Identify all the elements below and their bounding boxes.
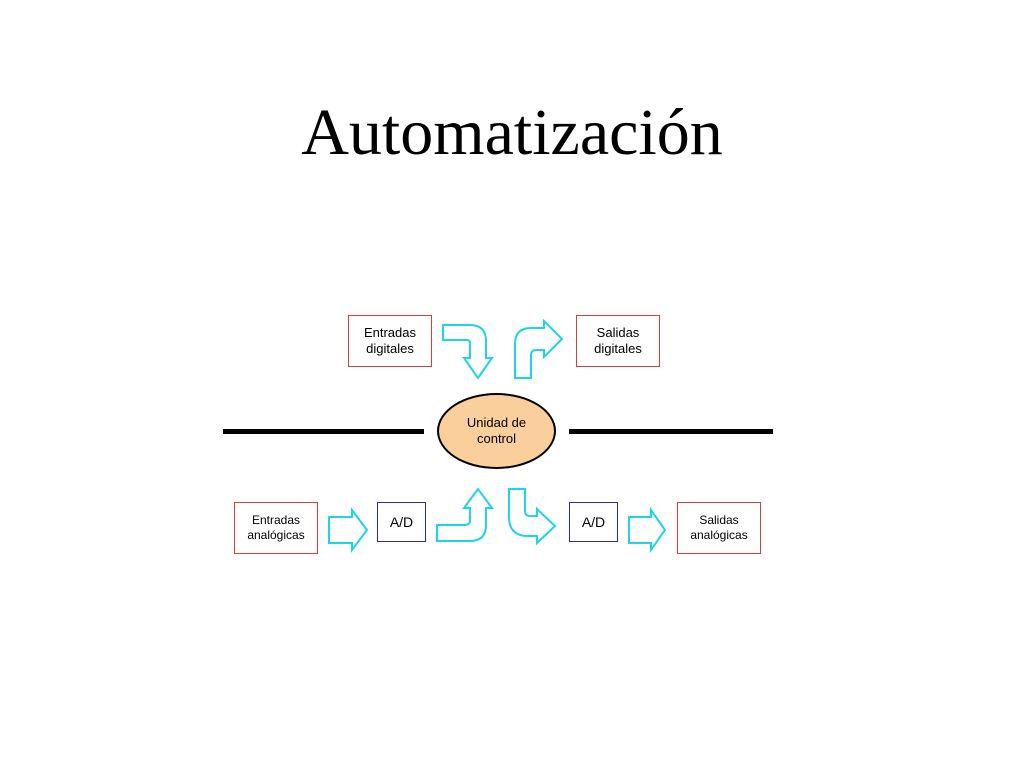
arrow-control-to-digital-outputs [514,318,564,379]
ad-converter-right-label: A/D [581,514,606,530]
arrow-ad-to-control [436,487,494,542]
digital-inputs-label: Entradas digitales [363,325,417,356]
bus-line-left [223,429,424,434]
ad-converter-left-box: A/D [377,502,426,542]
digital-outputs-label: Salidas digitales [594,325,642,356]
digital-inputs-box: Entradas digitales [348,315,432,367]
analog-outputs-label: Salidas analógicas [690,513,748,542]
control-unit: Unidad de control [437,393,556,469]
analog-outputs-box: Salidas analógicas [677,502,761,554]
page-title: Automatización [301,96,723,169]
analog-inputs-label: Entradas analógicas [247,513,305,542]
analog-inputs-box: Entradas analógicas [234,502,318,554]
control-unit-label: Unidad de control [466,415,527,446]
bus-line-right [569,429,773,434]
digital-outputs-box: Salidas digitales [576,315,660,367]
arrow-control-to-ad [508,488,557,546]
arrow-analog-inputs-to-ad [328,507,369,553]
arrow-digital-inputs-to-control [442,324,494,380]
ad-converter-right-box: A/D [569,502,618,542]
arrow-ad-to-analog-outputs [628,506,667,554]
ad-converter-left-label: A/D [389,514,414,530]
